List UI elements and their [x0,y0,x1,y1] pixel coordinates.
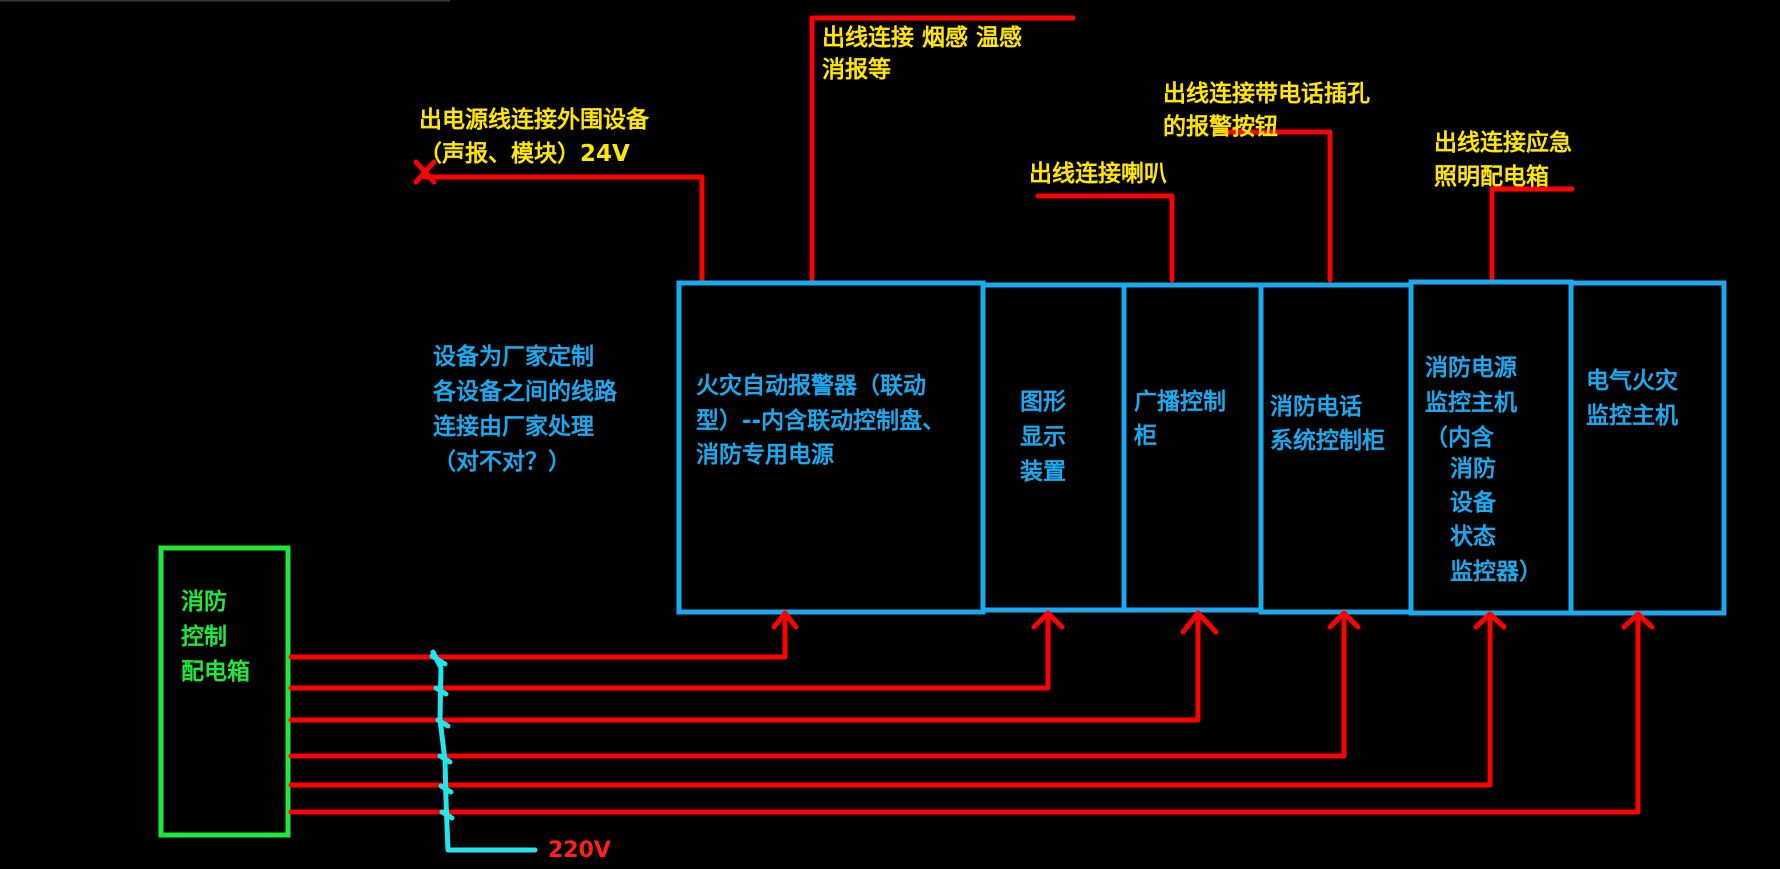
annotation-phone-line1: 出线连接带电话插孔 [1163,80,1370,107]
neutral-wire [429,649,538,853]
arrowhead-1 [771,610,799,630]
power-box-line1: 消防 [181,588,227,615]
power-box-line2: 控制 [181,623,227,650]
panel-2-line3: 装置 [1020,459,1066,485]
panel-5-line4: 消防 [1450,455,1496,482]
feed-wire-4 [288,615,1347,759]
annotation-emergency-line1: 出线连接应急 [1434,129,1572,156]
annotation-smoke-line2: 消报等 [822,56,891,83]
panel-5-line3: （内含 [1425,424,1495,451]
panel-4-line1: 消防电话 [1270,393,1362,420]
neutral-tick-2 [433,685,449,697]
arrowhead-6 [1621,611,1655,630]
panel-1-line3: 消防专用电源 [696,441,834,468]
wire-arrow-tip-2 [413,159,437,185]
fire-control-power-box [158,545,291,838]
annotation-speaker: 出线连接喇叭 [1029,160,1167,187]
note-line1: 设备为厂家定制 [433,343,594,370]
arrowhead-4 [1327,610,1361,630]
neutral-tick-3 [435,717,451,729]
annotation-smoke-line1: 出线连接 烟感 温感 [822,24,1022,51]
feed-wire-3 [288,615,1201,723]
panel-5-line6: 状态 [1450,523,1496,550]
feed-wire-1 [288,615,788,660]
panel-2-line1: 图形 [1020,389,1066,415]
feed-wire-2 [288,615,1051,691]
note-line3: 连接由厂家处理 [433,413,594,440]
note-line4: （对不对？） [433,448,571,475]
feed-wires [288,615,1641,815]
feed-arrowheads [771,610,1655,635]
arrowhead-3 [1180,610,1219,635]
arrowhead-5 [1473,611,1507,630]
neutral-tick-6 [439,809,455,821]
wire-phone-button [1222,129,1333,283]
panel-6-line1: 电气火灾 [1586,367,1678,394]
feed-wire-6 [288,615,1641,815]
voltage-label: 220V [548,838,611,863]
annotation-power-out-line1: 出电源线连接外围设备 [419,106,650,133]
panel-3-line2: 柜 [1134,423,1157,449]
neutral-tick-5 [438,783,454,795]
arrowhead-2 [1031,610,1065,630]
panel-electrical-fire-monitor [1568,280,1727,616]
panel-5-line5: 设备 [1450,489,1497,516]
outgoing-wires [413,15,1575,283]
panel-2-line2: 显示 [1020,424,1066,450]
neutral-tick-1 [429,653,448,667]
power-box-line3: 配电箱 [181,658,250,685]
panel-6-line2: 监控主机 [1586,402,1678,429]
annotation-power-out-line2: （声报、模块）24V [419,140,630,167]
panel-group [676,279,1727,616]
neutral-tick-4 [437,753,453,765]
wire-emergency-lighting [1489,186,1575,283]
wire-smoke-detectors [809,15,1076,283]
panel-1-line1: 火灾自动报警器（联动 [696,372,926,399]
panel-5-line2: 监控主机 [1425,389,1517,416]
panel-4-line2: 系统控制柜 [1270,427,1385,454]
annotation-emergency-line2: 照明配电箱 [1434,163,1549,190]
wire-speaker [1035,193,1175,283]
panel-5-line7: 监控器） [1450,558,1542,585]
note-line2: 各设备之间的线路 [432,378,618,405]
panel-5-line1: 消防电源 [1425,354,1517,381]
annotation-phone-line2: 的报警按钮 [1163,113,1278,140]
panel-1-line2: 型）--内含联动控制盘、 [696,407,945,434]
wire-power-out [422,174,705,283]
neutral-wire-trunk [430,649,538,853]
panel-3-line1: 广播控制 [1134,388,1226,415]
feed-wire-5 [288,615,1493,788]
